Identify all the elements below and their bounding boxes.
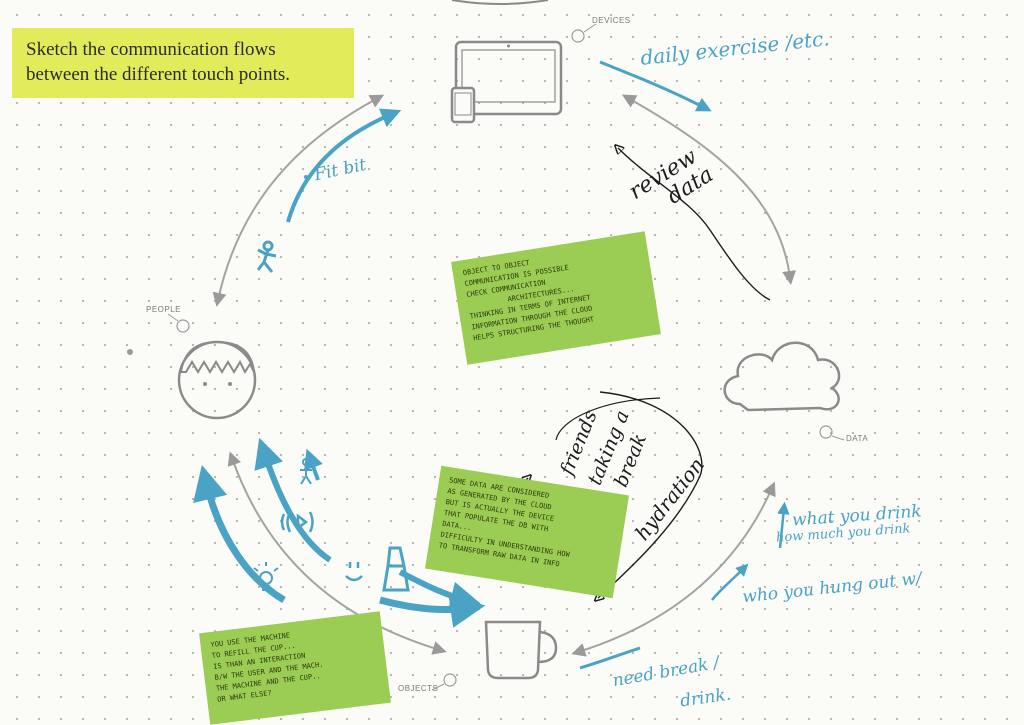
objects-pin-line bbox=[431, 683, 445, 691]
devices-pin-line bbox=[583, 23, 597, 33]
person-figure-icon bbox=[300, 458, 312, 485]
blue-arrow-mug-people bbox=[254, 437, 332, 563]
arc-devices-people bbox=[212, 94, 385, 307]
data-pin bbox=[819, 425, 833, 439]
data-pin-line bbox=[831, 435, 845, 441]
black-line-friends bbox=[555, 397, 661, 441]
objects-label: OBJECTS bbox=[398, 684, 439, 693]
mug-icon bbox=[484, 620, 558, 680]
blue-arrow-objects-1 bbox=[379, 593, 486, 628]
blue-arrow-bulb-people bbox=[193, 464, 286, 604]
blue-arrow-who-you-hung bbox=[711, 563, 749, 601]
people-pin-line bbox=[167, 313, 179, 322]
blue-arrow-what-you-drink bbox=[777, 501, 790, 549]
black-arrow-review-data bbox=[618, 148, 771, 301]
blue-arrow-people-devices bbox=[286, 108, 402, 223]
sound-waves-icon bbox=[280, 511, 314, 533]
smiley-icon bbox=[345, 562, 363, 582]
people-pin bbox=[176, 319, 190, 333]
arc-devices-data bbox=[621, 94, 797, 285]
objects-pin bbox=[443, 673, 457, 687]
face-icon bbox=[177, 340, 257, 420]
running-figure-icon bbox=[256, 240, 277, 273]
prompt-line-2: between the different touch points. bbox=[26, 64, 290, 85]
data-label: DATA bbox=[846, 434, 869, 443]
people-label: PEOPLE bbox=[146, 305, 182, 314]
prompt-box: Sketch the communication flows between t… bbox=[12, 28, 354, 98]
devices-pin bbox=[571, 29, 585, 43]
devices-icon bbox=[450, 40, 563, 124]
blue-arrow-small-up bbox=[304, 448, 323, 481]
arc-people-objects bbox=[227, 451, 447, 655]
arc-data-objects bbox=[571, 481, 776, 657]
lightbulb-icon bbox=[253, 562, 279, 591]
blue-stroke-need-break bbox=[579, 646, 641, 670]
left-dot bbox=[127, 349, 133, 355]
fitbit-dot bbox=[304, 175, 308, 179]
prompt-line-1: Sketch the communication flows bbox=[26, 39, 276, 60]
cloud-icon bbox=[723, 341, 841, 412]
coffee-machine-icon bbox=[382, 546, 410, 592]
blue-arrow-objects-2 bbox=[398, 569, 481, 612]
black-arrow-hydration bbox=[598, 391, 703, 598]
devices-label: DEVICES bbox=[592, 16, 631, 25]
top-edge-shape bbox=[451, 0, 549, 5]
blue-arrow-devices-data bbox=[599, 60, 712, 112]
